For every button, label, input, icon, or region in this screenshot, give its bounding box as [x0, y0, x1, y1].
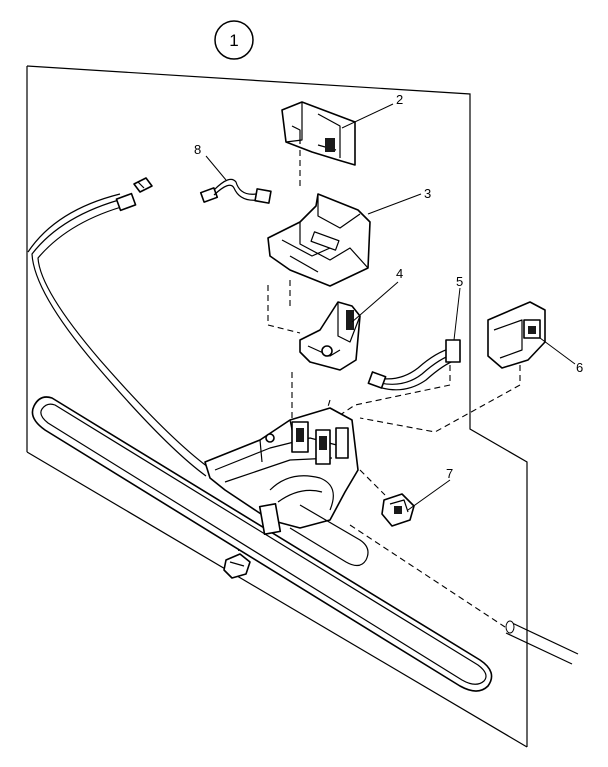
part-8-wire-harness — [199, 178, 272, 204]
assembly-frame — [26, 65, 528, 748]
callout-8: 8 — [194, 142, 201, 157]
assembly-number: 1 — [229, 31, 238, 50]
assembly-number-badge: 1 — [214, 20, 254, 60]
callout-labels: 2 3 4 5 6 7 8 — [194, 92, 583, 481]
part-3-mounting-bracket — [267, 193, 371, 287]
callout-7: 7 — [446, 466, 453, 481]
part-4-carriage-arm — [299, 301, 361, 371]
flex-cable — [27, 192, 213, 477]
part-6-side-plate — [487, 301, 546, 369]
part-2-bracket-cover — [281, 101, 356, 166]
loose-clip — [223, 553, 251, 579]
callout-5: 5 — [456, 274, 463, 289]
callout-leaders — [205, 103, 576, 511]
cable-clip — [133, 177, 153, 193]
callout-2: 2 — [396, 92, 403, 107]
drive-shaft — [505, 620, 579, 665]
callout-4: 4 — [396, 266, 403, 281]
callout-6: 6 — [576, 360, 583, 375]
part-7-clip — [381, 493, 415, 527]
drive-belt — [31, 396, 493, 692]
part-5-ribbon-cable — [367, 339, 461, 391]
callout-3: 3 — [424, 186, 431, 201]
main-carriage-assembly — [204, 407, 369, 567]
